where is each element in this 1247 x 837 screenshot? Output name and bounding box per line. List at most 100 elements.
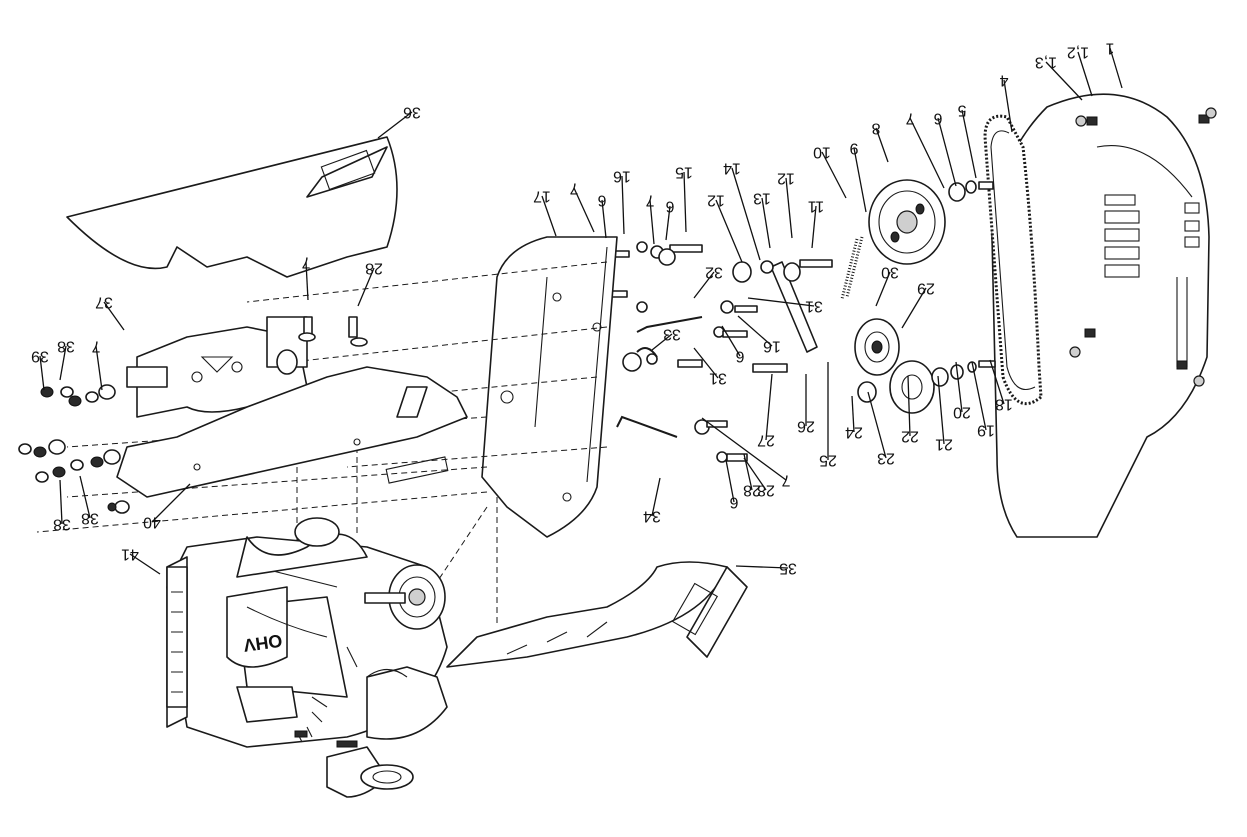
callout-leader	[621, 175, 625, 235]
callout-number: 34	[643, 508, 661, 525]
pulley-cluster	[602, 179, 996, 463]
callout-leader	[721, 325, 741, 357]
callout-leader	[665, 205, 671, 241]
callout-c29: 29	[901, 280, 935, 329]
callout-leader	[357, 267, 375, 307]
callout-c7f: 7	[91, 338, 103, 391]
callout-leader	[59, 479, 63, 525]
callout-c38c: 38	[53, 479, 71, 533]
callout-leader	[95, 345, 103, 391]
callout-number: 13	[753, 190, 771, 207]
callout-c6b: 6	[665, 198, 674, 241]
callout-number: 41	[121, 546, 139, 563]
callout-c19: 19	[971, 361, 995, 439]
callout-c24: 24	[845, 395, 863, 441]
callout-leader	[853, 147, 867, 213]
callout-number: 31	[805, 298, 823, 315]
callout-number: 17	[533, 188, 551, 205]
callout-c39: 39	[31, 348, 49, 391]
callout-c35: 35	[735, 560, 797, 577]
callout-number: 12	[777, 170, 795, 187]
callout-c6a: 6	[933, 110, 957, 187]
callout-number: 6	[665, 198, 674, 215]
callout-number: 7	[91, 338, 100, 355]
callout-number: 26	[797, 418, 815, 435]
callout-c7e: 7	[301, 254, 310, 301]
frame-plate	[481, 236, 618, 538]
callout-layer: 11,21,3456789101112131412156716671718192…	[31, 40, 1123, 577]
callout-number: 37	[95, 294, 113, 311]
callout-c25: 25	[819, 362, 837, 469]
callout-c7a: 7	[905, 110, 945, 189]
callout-leader	[683, 171, 687, 233]
callout-number: 7	[569, 180, 578, 197]
callout-c23: 23	[867, 391, 895, 467]
callout-leader	[785, 177, 793, 239]
callout-leader	[1077, 51, 1093, 97]
callout-number: 35	[779, 560, 797, 577]
callout-c6e: 6	[725, 459, 738, 511]
gear-case	[126, 316, 308, 418]
callout-c32: 32	[693, 264, 723, 299]
callout-leader	[937, 117, 957, 187]
callout-leader	[743, 457, 767, 491]
callout-leader	[129, 553, 161, 575]
nuts-washers	[18, 316, 368, 514]
callout-leader	[867, 391, 887, 459]
callout-leader	[715, 199, 743, 263]
callout-leader	[305, 261, 309, 301]
callout-c10: 10	[813, 144, 847, 199]
callout-c33: 33	[651, 326, 681, 351]
callout-leader	[151, 483, 191, 523]
callout-c22: 22	[901, 375, 919, 445]
callout-leader	[989, 359, 1005, 405]
callout-leader	[39, 355, 45, 391]
base-plate	[116, 366, 468, 498]
callout-c1_3: 1,3	[1035, 54, 1083, 101]
callout-c17: 17	[533, 188, 557, 237]
callout-leader	[541, 195, 557, 237]
callout-leader	[909, 117, 945, 189]
callout-c31a: 31	[747, 297, 823, 315]
callout-number: 32	[705, 264, 723, 281]
callout-c36: 36	[377, 104, 421, 139]
callout-leader	[955, 361, 963, 413]
callout-c7d: 7	[701, 417, 790, 489]
callout-c6c: 6	[597, 192, 607, 239]
callout-c34: 34	[643, 477, 661, 525]
callout-c18: 18	[989, 359, 1013, 413]
callout-leader	[765, 373, 773, 441]
callout-number: 18	[995, 396, 1013, 413]
callout-leader	[851, 395, 855, 433]
callout-leader	[735, 565, 789, 569]
callout-number: 27	[757, 432, 775, 449]
callout-number: 1,2	[1067, 44, 1089, 61]
callout-number: 19	[977, 422, 995, 439]
callout-c41: 41	[121, 546, 161, 575]
callout-number: 38	[81, 510, 99, 527]
callout-number: 36	[403, 104, 421, 121]
callout-number: 6	[597, 192, 606, 209]
callout-c20: 20	[953, 361, 971, 421]
callout-number: 33	[663, 326, 681, 343]
callout-c28c: 28	[357, 260, 383, 307]
callout-number: 8	[871, 120, 880, 137]
callout-leader	[875, 271, 891, 307]
callout-number: 28	[757, 482, 775, 499]
callout-leader	[907, 375, 911, 437]
callout-c15: 15	[675, 164, 693, 233]
callout-number: 25	[819, 452, 837, 469]
callout-number: 7	[781, 472, 790, 489]
callout-leader	[725, 459, 735, 503]
callout-leader	[937, 375, 945, 445]
callout-leader	[573, 187, 595, 233]
callout-c14: 14	[723, 160, 761, 261]
callout-number: 12	[707, 192, 725, 209]
callout-number: 38	[53, 516, 71, 533]
callout-leader	[1003, 79, 1013, 133]
callout-c30: 30	[875, 264, 899, 307]
callout-number: 5	[957, 102, 966, 119]
callout-leader	[651, 333, 673, 351]
callout-number: 29	[917, 280, 935, 297]
